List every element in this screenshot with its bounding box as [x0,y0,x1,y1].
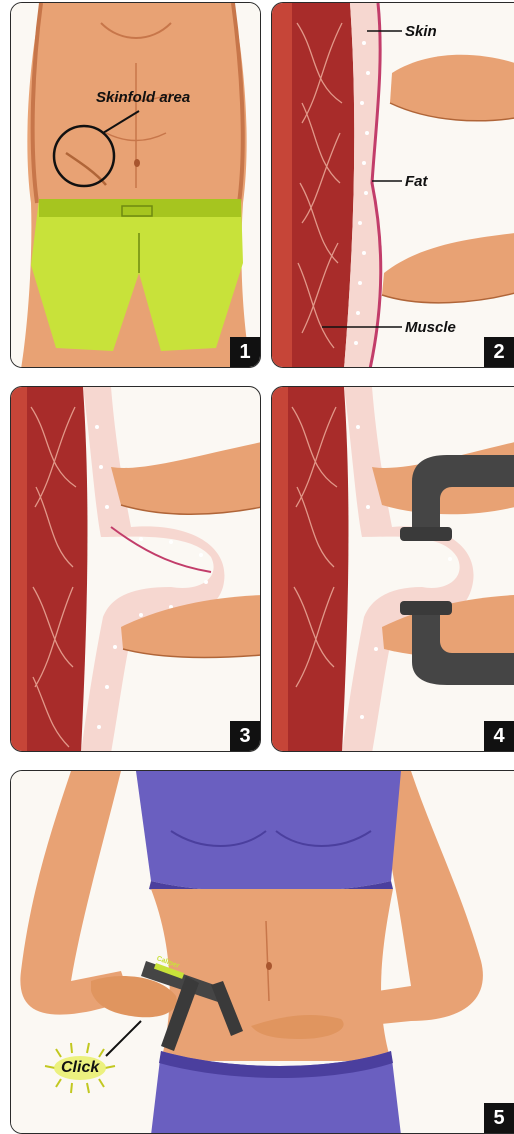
caliper-fold-cross-section [272,387,514,752]
woman-using-caliper-illustration [11,771,514,1134]
panel-3-pinched-fold: 3 [10,386,261,752]
muscle-label: Muscle [405,319,456,336]
click-label: Click [61,1059,99,1077]
panel-number: 3 [230,721,260,751]
panel-1-torso: Skinfold area 1 [10,2,261,368]
pinched-fold-cross-section [11,387,261,752]
fat-label: Fat [405,173,428,190]
panel-number: 1 [230,337,260,367]
panel-5-caliper-measurement: Click Caliper 5 [10,770,514,1134]
skin-label: Skin [405,23,437,40]
panel-2-skin-layers: Skin Fat Muscle 2 [271,2,514,368]
panel-number: 2 [484,337,514,367]
panel-4-caliper-on-fold: 4 [271,386,514,752]
panel-number: 5 [484,1103,514,1133]
skinfold-area-label: Skinfold area [96,89,190,106]
skinfold-callout [11,3,261,368]
panel-number: 4 [484,721,514,751]
skin-layers-cross-section [272,3,514,368]
